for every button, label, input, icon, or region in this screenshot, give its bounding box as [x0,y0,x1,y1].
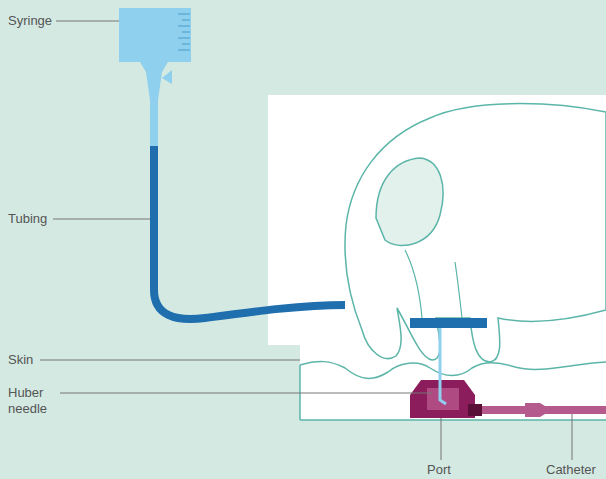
port-outlet [468,404,482,416]
leader-line [114,21,119,22]
part-label: Tubing [8,211,47,227]
port-body [410,380,475,418]
tubing-clear [150,100,158,146]
thumb-knuckle [376,158,443,246]
leader-line [53,219,150,220]
gloved-hand [345,104,606,362]
part-label: Syringe [8,13,52,29]
syringe-neck [140,62,168,100]
catheter-connector [525,403,545,417]
part-label: Catheter [546,462,596,478]
leader-line [56,21,114,22]
tissue-bottom-line [300,419,606,421]
part-label: Huber needle [8,385,58,417]
huber-needle-shaft [440,328,446,404]
syringe-barrel [119,8,191,62]
tissue-layer [300,340,606,420]
leader-line [441,418,442,460]
finger-creases [405,250,462,318]
skin-surface [300,362,606,379]
needle-wing [410,318,487,328]
syringe-graduations [178,14,190,50]
port-septum [427,388,459,410]
tubing-filled [154,146,345,319]
leader-line [572,414,573,460]
part-label: Skin [8,352,33,368]
syringe-tab [162,70,172,84]
leader-line [40,360,300,361]
part-label: Port [427,462,451,478]
leader-line [60,393,432,394]
